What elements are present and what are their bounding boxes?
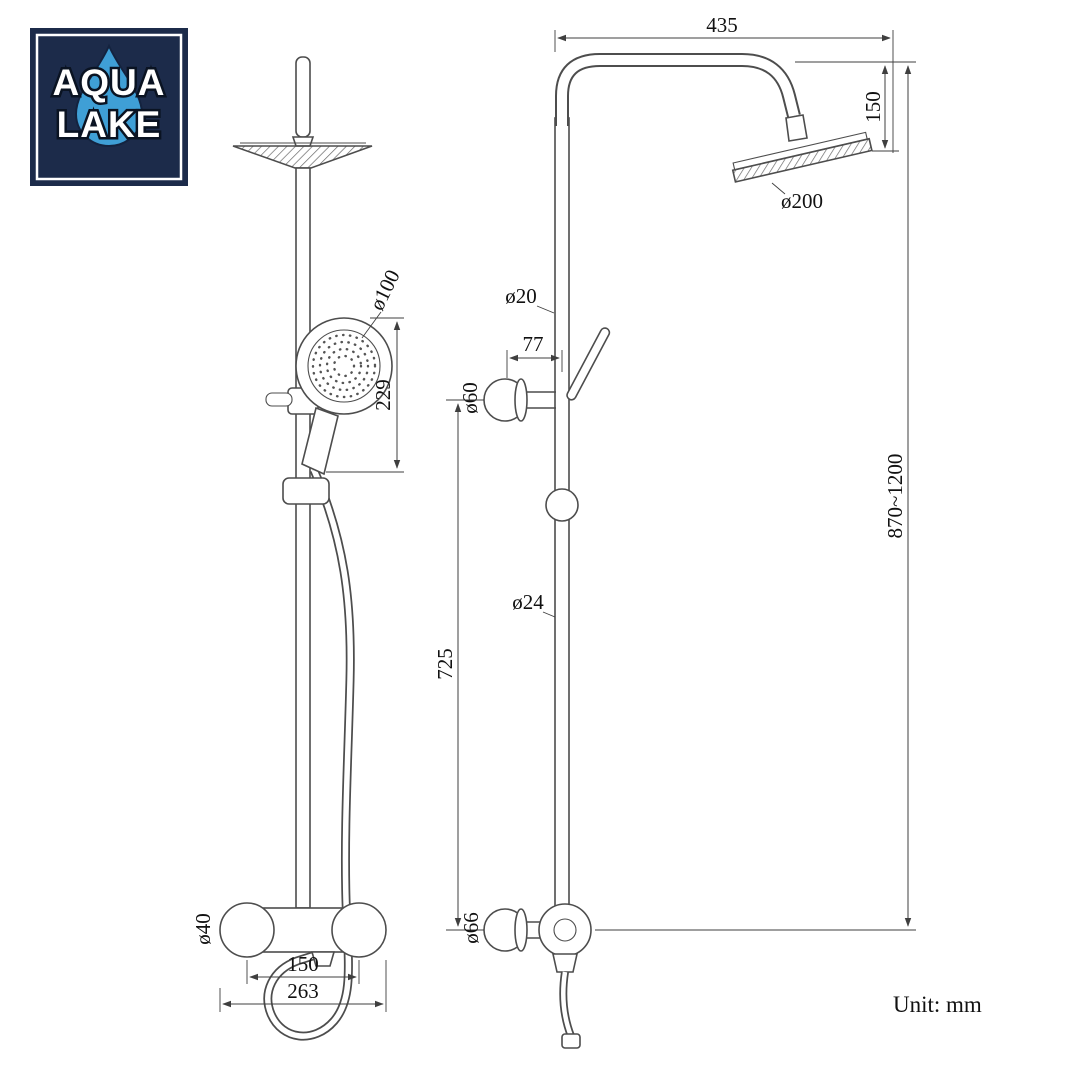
side-gooseneck-inner xyxy=(557,55,799,126)
side-head-face xyxy=(731,137,873,183)
dim-head-height: 150 xyxy=(861,91,885,123)
front-slider-block xyxy=(282,477,330,505)
front-valve-right-knob xyxy=(331,902,387,958)
water-drop-icon xyxy=(74,43,144,148)
side-bracket-flange-edge xyxy=(514,378,528,422)
spray-dots-ring4 xyxy=(332,354,356,378)
logo-border xyxy=(35,33,183,181)
side-diverter-lever xyxy=(566,327,611,401)
side-head-joint xyxy=(785,114,808,142)
front-valve-left-knob xyxy=(219,902,275,958)
spray-dots-ring1 xyxy=(311,333,377,399)
dim-overall-height: 870~1200 xyxy=(883,454,907,539)
dim-200-leader xyxy=(771,182,786,195)
spray-dots-ring3 xyxy=(325,347,363,385)
dim-upper-pipe-diameter: ø20 xyxy=(505,284,537,308)
unit-label: Unit: mm xyxy=(893,992,982,1017)
dim-top-width: 435 xyxy=(706,13,738,37)
dim-24-leader xyxy=(542,611,556,618)
dim-bracket-to-valve: 725 xyxy=(433,648,457,680)
dim-valve-body-diameter: ø40 xyxy=(191,913,215,945)
side-hose-inner xyxy=(560,971,574,1037)
dim-bracket-offset: 77 xyxy=(523,332,544,356)
front-hand-shower-handle xyxy=(301,406,339,476)
front-overhead-shower xyxy=(232,145,373,169)
dim-hand-shower-diameter: ø100 xyxy=(365,266,405,314)
side-gooseneck-outline xyxy=(555,53,801,126)
front-top-tube xyxy=(295,56,311,138)
side-view: 435 150 ø200 ø20 77 ø60 ø24 725 870~1200… xyxy=(433,13,916,1049)
dim-20-leader xyxy=(536,305,555,314)
front-hand-shower-inner xyxy=(307,329,381,403)
dim-hand-dia-leader xyxy=(361,311,382,339)
logo-line2: LAKE xyxy=(57,104,162,145)
side-valve-knob-cap xyxy=(553,918,577,942)
dim-head-diameter: ø200 xyxy=(781,189,823,213)
logo-line1: AQUA xyxy=(53,62,166,103)
side-hose-fitting xyxy=(561,1033,581,1049)
side-valve-flange-edge xyxy=(514,908,528,952)
side-overhead-shower xyxy=(731,131,873,183)
dim-valve-overall-width: 263 xyxy=(287,979,319,1003)
spray-dots-ring2 xyxy=(318,340,370,392)
front-valve-outlet xyxy=(310,951,336,967)
dim-hand-shower-length: 229 xyxy=(371,379,395,411)
dim-valve-center-distance: 150 xyxy=(287,952,319,976)
front-holder-lever xyxy=(265,392,293,407)
brand-logo: AQUA LAKE xyxy=(30,28,188,186)
side-slider-knob xyxy=(545,488,579,522)
dim-lower-pipe-diameter: ø24 xyxy=(512,590,544,614)
front-riser-pipe xyxy=(295,167,311,909)
side-valve-outlet xyxy=(552,953,578,973)
dim-bracket-flange-diameter: ø60 xyxy=(458,382,482,414)
dim-valve-flange-diameter: ø66 xyxy=(459,912,483,944)
front-view: ø100 229 ø40 150 263 xyxy=(191,56,405,1041)
front-head-mount xyxy=(291,136,315,147)
